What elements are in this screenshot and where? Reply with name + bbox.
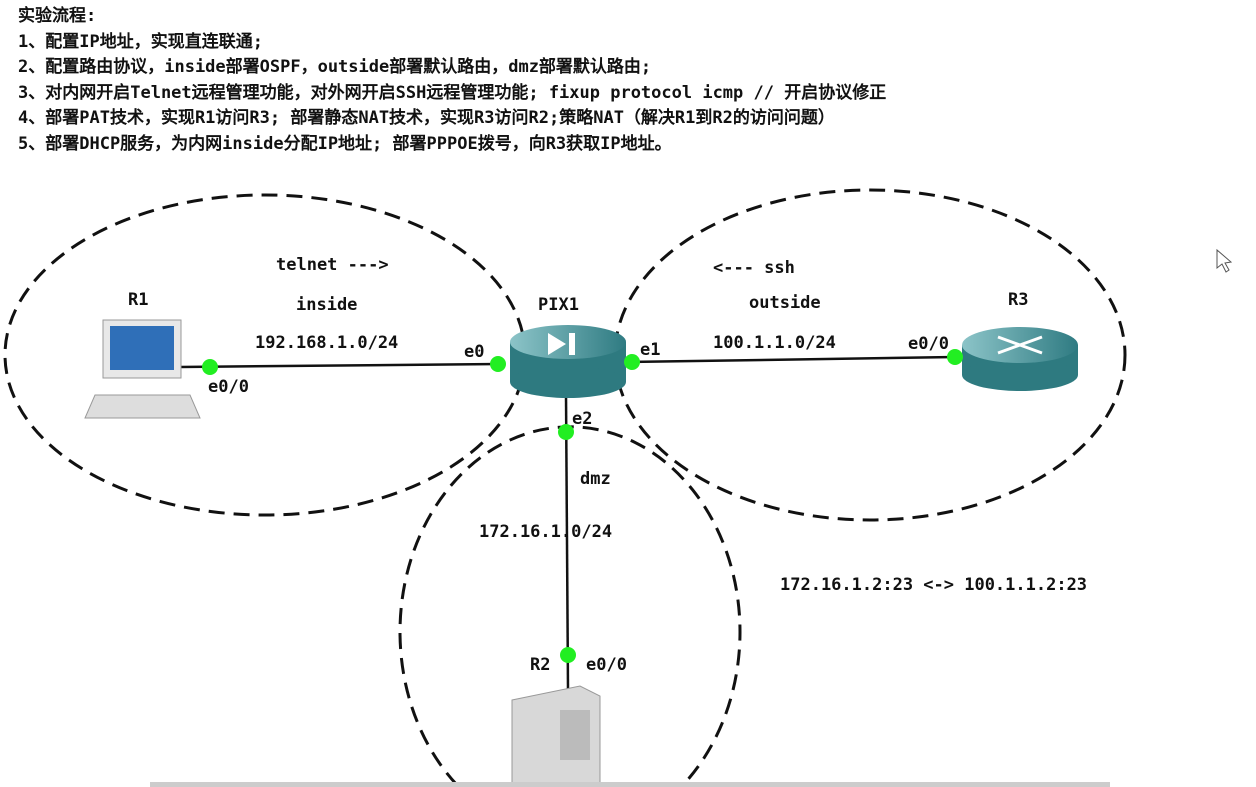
port-r2-e0-0[interactable]	[560, 647, 576, 663]
port-pix-e2[interactable]	[558, 424, 574, 440]
step-2: 2、配置路由协议，inside部署OSPF，outside部署默认路由，dmz部…	[18, 57, 652, 77]
r3-interface-label: e0/0	[908, 334, 949, 354]
inside-label: inside	[296, 295, 357, 315]
r1-label: R1	[128, 290, 148, 310]
port-pix-e1[interactable]	[624, 354, 640, 370]
r1-interface-label: e0/0	[208, 377, 249, 397]
port-pix-e0[interactable]	[490, 356, 506, 372]
ssh-label: <--- ssh	[713, 258, 795, 278]
horizontal-scrollbar[interactable]	[150, 782, 1110, 787]
link-pix-r3	[629, 355, 956, 364]
r2-interface-label: e0/0	[586, 655, 627, 675]
link-r1-pix	[179, 362, 501, 369]
step-3: 3、对内网开启Telnet远程管理功能，对外网开启SSH远程管理功能; fixu…	[18, 82, 887, 103]
static-nat-mapping: 172.16.1.2:23 <-> 100.1.1.2:23	[780, 575, 1087, 595]
outside-label: outside	[749, 293, 821, 313]
dmz-label: dmz	[580, 469, 611, 489]
outside-zone	[613, 188, 1127, 522]
step-1: 1、配置IP地址，实现直连联通;	[18, 31, 263, 52]
link-pix-r2	[564, 394, 570, 691]
telnet-label: telnet --->	[276, 255, 389, 275]
r3-router-icon[interactable]	[962, 327, 1078, 391]
inside-zone	[3, 193, 527, 517]
pix1-label: PIX1	[538, 295, 579, 315]
steps-title: 实验流程:	[18, 6, 97, 26]
r2-label: R2	[530, 655, 550, 675]
port-r3-e0-0[interactable]	[947, 349, 963, 365]
pix1-firewall-icon[interactable]	[510, 325, 626, 398]
e1-label: e1	[640, 340, 660, 360]
mouse-cursor-icon	[1216, 248, 1233, 273]
r2-server-icon[interactable]	[511, 685, 601, 787]
e0-label: e0	[464, 342, 484, 362]
r1-laptop-icon[interactable]	[84, 319, 201, 419]
dmz-network: 172.16.1.0/24	[479, 522, 612, 542]
e2-label: e2	[572, 409, 592, 429]
step-5: 5、部署DHCP服务，为内网inside分配IP地址; 部署PPPOE拨号，向R…	[18, 133, 672, 154]
step-4: 4、部署PAT技术，实现R1访问R3; 部署静态NAT技术，实现R3访问R2;策…	[18, 108, 835, 128]
experiment-steps: 实验流程: 1、配置IP地址，实现直连联通; 2、配置路由协议，inside部署…	[18, 4, 886, 157]
inside-network: 192.168.1.0/24	[255, 333, 398, 353]
port-r1-e0-0[interactable]	[202, 359, 218, 375]
outside-network: 100.1.1.0/24	[713, 333, 836, 353]
r3-label: R3	[1008, 290, 1028, 310]
